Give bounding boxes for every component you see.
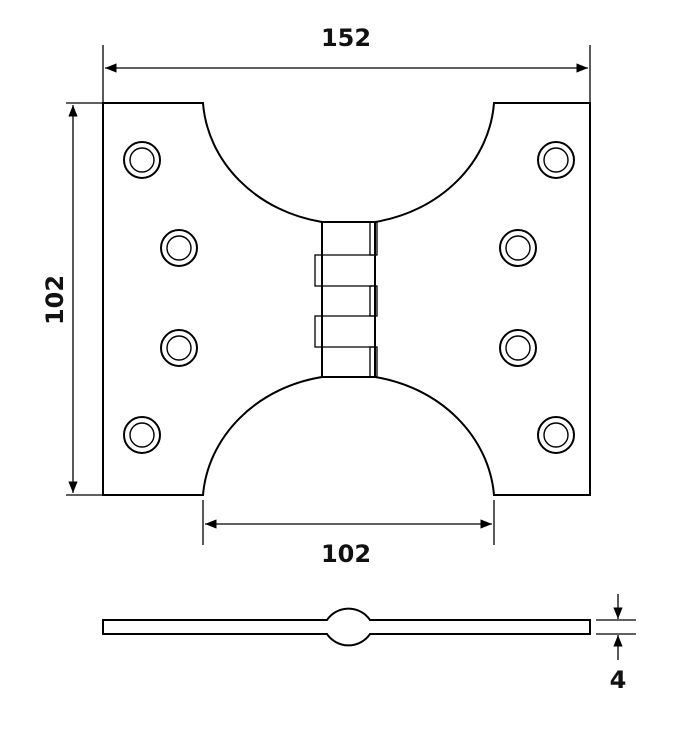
hinge-side-view: [102, 607, 591, 647]
knuckle-body: [321, 221, 376, 378]
knuckle-segment: [369, 221, 378, 256]
screw-hole: [123, 141, 161, 179]
dimension-top-width: 152: [102, 24, 591, 103]
screw-hole: [123, 416, 161, 454]
dimension-left-height: 102: [41, 102, 110, 496]
dimension-bottom-width: 102: [202, 500, 495, 568]
knuckle-segment: [369, 285, 378, 317]
screw-hole: [160, 229, 198, 267]
knuckle-segment: [314, 315, 323, 348]
knuckle-segment: [314, 254, 323, 287]
screw-hole: [499, 229, 537, 267]
screw-hole: [499, 329, 537, 367]
screw-hole: [537, 416, 575, 454]
hinge-knuckle: [314, 221, 378, 378]
dimension-thickness: 4: [596, 594, 636, 694]
hinge-plate-outline: [102, 102, 591, 496]
dimension-label-thickness: 4: [610, 666, 627, 694]
dimension-label-top: 152: [321, 24, 371, 52]
screw-hole: [160, 329, 198, 367]
knuckle-segment: [369, 346, 378, 378]
dimension-label-left: 102: [41, 275, 69, 325]
side-view-profile: [102, 607, 591, 647]
screw-hole: [537, 141, 575, 179]
dimension-label-bottom: 102: [321, 540, 371, 568]
screw-holes: [123, 141, 575, 454]
